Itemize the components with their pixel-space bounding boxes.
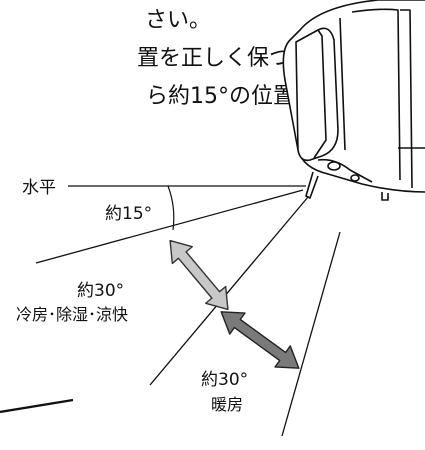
air-conditioner-unit-icon [282, 0, 425, 201]
angle-line-15deg [35, 189, 304, 264]
angle-30-cool-label: 約30° [77, 281, 124, 301]
angle-line-75deg [281, 231, 341, 437]
horizontal-label: 水平 [22, 178, 56, 198]
double-arrow-light-icon [169, 239, 229, 311]
instruction-line-2: 置を正しく保つ [137, 46, 291, 71]
mode-cool-label: 冷房･除湿･涼快 [16, 305, 128, 324]
mode-heat-label: 暖房 [211, 395, 243, 414]
angle-arc-15deg [167, 185, 175, 231]
angle-30-heat-label: 約30° [201, 370, 248, 390]
double-arrow-dark-icon [220, 311, 300, 369]
instruction-line-1: さい。 [145, 8, 211, 33]
angle-15-label: 約15° [105, 204, 152, 224]
partial-line [0, 398, 74, 414]
instruction-line-3: ら約15°の位置 [146, 84, 295, 109]
angle-line-45deg [149, 196, 309, 386]
